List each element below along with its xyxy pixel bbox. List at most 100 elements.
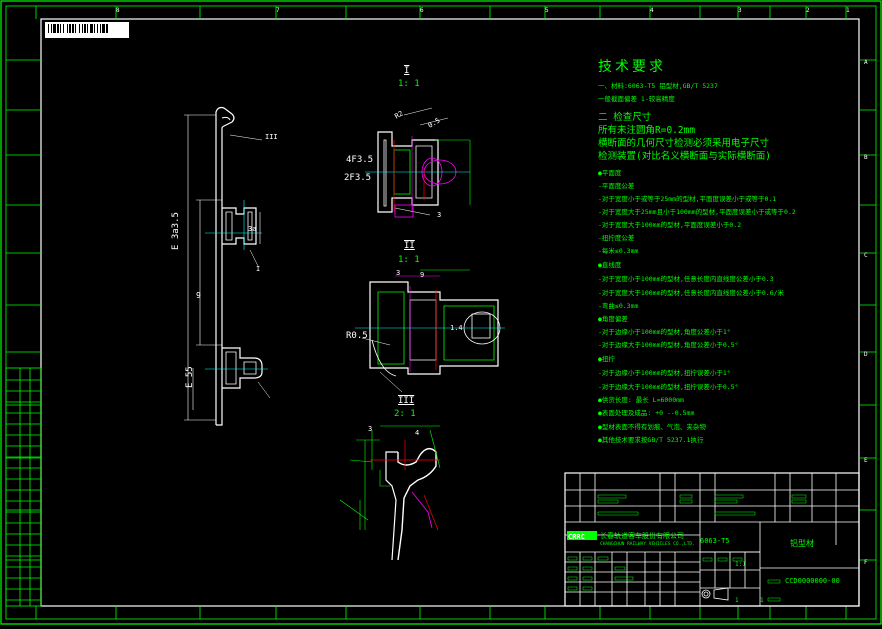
zone-number-top: 8 [116,7,120,14]
dimension-line [394,207,431,216]
leader-line [379,371,403,393]
profile-bottom-end [216,415,223,426]
zone-letter-right: B [864,154,868,161]
barcode-bar [57,24,59,33]
projection-symbol [713,587,729,601]
tech-requirement-line: ●角度偏差 [598,315,628,323]
title-text-glyph [717,557,728,562]
drawing-number: CCD0000000-00 [785,577,840,585]
company-logo-block [567,531,597,540]
view3-inner [385,451,398,561]
dimension-label: 9 [196,291,201,300]
profile-mid-slot [222,207,257,245]
view-label: I [404,66,410,76]
tech-requirement-line: -对于边缘小于100mm的型材,角度公差小于1° [598,328,731,336]
tech-requirement-line: ●型材表面不得有划痕、气泡、夹杂物 [598,423,706,431]
zone-letter-right: A [864,59,868,66]
tech-requirement-line: ●供货长度: 最长 L=6000mm [598,396,684,404]
tech-requirement-line: -对于边缘大于100mm的型材,扭拧误差小于0.5° [598,383,739,391]
zone-number-top: 7 [276,7,280,14]
view1-cavity [415,145,433,199]
title-text-glyph [702,557,713,562]
dimension-label: R0.5 [346,331,368,341]
view1-wall [383,139,387,207]
title-text-glyph [567,576,578,581]
barcode-bar [94,24,95,33]
barcode-bar [84,24,86,33]
view3-outline [397,447,437,561]
company-name-cn: 长春轨道客车股份有限公司 [600,532,684,540]
barcode-bar [48,24,49,33]
leader-line [361,337,391,346]
view-label: II [404,241,415,251]
zone-number-top: 5 [545,7,549,14]
barcode-bar [102,24,105,33]
title-text-glyph [714,499,738,504]
view1-bottom-slot [394,204,414,218]
dimension-label: 3 [396,269,401,277]
barcode-bar [60,24,61,33]
sheet-number: 1 [735,597,739,604]
dimension-line [429,429,441,469]
tech-requirement-line: -对于宽度大于25mm且小于100mm的型材,平面度误差小于或等于0.2 [598,208,796,216]
tech-requirement-line: -弯曲≤0.3mm [598,302,639,310]
view2-outline [369,281,499,375]
view2-fillet [371,339,397,377]
company-logo: CRRC [568,533,585,541]
barcode-bar [87,24,88,33]
title-text-glyph [679,499,693,504]
title-text-glyph [567,566,578,571]
dimension-label: 4 [415,429,420,437]
tech-requirement-line: -对于宽度小于或等于25mm的型材,平面度误差小于或等于0.1 [598,195,777,203]
tech-requirement-line: -平面度公差 [598,182,635,190]
dimension-label: 9 [420,271,425,279]
projection-symbol [701,589,711,599]
company-name-en: CHANGCHUN RAILWAY VEHICLES CO.,LTD. [600,542,695,547]
view-scale: 2: 1 [394,409,416,419]
dimension-label: 2F3.5 [344,173,372,183]
title-text-glyph [582,586,593,591]
view-label: III [398,396,415,406]
tech-requirement-line: -扭拧度公差 [598,234,635,242]
barcode-bar [106,24,108,33]
view1-outline [377,131,439,213]
zone-number-top: 3 [738,7,742,14]
title-text-glyph [767,579,781,584]
tech-requirement-line: 一般截面偏差 1-较高精度 [598,95,675,103]
dimension-label: 3 [437,211,442,219]
title-text-glyph [582,556,593,561]
zone-letter-right: F [864,559,868,566]
material-label: 6063-T5 [700,537,730,545]
leader-line [403,107,433,116]
barcode-bar [72,24,74,33]
leader-line [339,499,369,521]
title-text-glyph [791,494,807,499]
title-text-glyph [567,586,578,591]
tech-requirement-line: -对于宽度大于100mm的型材,平面度误差小于0.2 [598,221,742,229]
barcode-bar [69,24,71,33]
tech-requirement-line: 检测装置(对比名义横断面与实际横断面) [598,151,771,162]
barcode-bar [90,24,93,33]
scale-value: 1:1 [735,561,746,568]
leader-line [249,249,259,267]
zone-letter-right: D [864,351,868,358]
tech-requirement-line: -对于边缘大于100mm的型材,角度公差小于0.5° [598,341,739,349]
profile-top-hook-detail [221,116,231,121]
title-text-glyph [582,566,593,571]
tech-requirement-line: ●表面处理及成品: +0 --0.5mm [598,409,695,417]
tech-requirement-line: -对于边缘小于100mm的型材,扭拧误差小于1° [598,369,731,377]
callout-label: III [265,133,278,141]
title-text-glyph [614,566,626,571]
profile-mid-slot-inner [225,211,233,241]
zone-number-top: 2 [806,7,810,14]
view2-detail-box [471,313,491,339]
dimension-label: E 55 [185,366,195,388]
dimension-label: 3a [248,225,257,233]
tech-requirement-line: 所有未注圆角R=0.2mm [598,125,696,136]
leader-line [257,381,271,399]
tech-requirement-line: ●平面度 [598,169,622,177]
inner-frame [40,18,860,607]
title-text-glyph [597,511,639,516]
part-name: 铝型材 [790,539,814,548]
